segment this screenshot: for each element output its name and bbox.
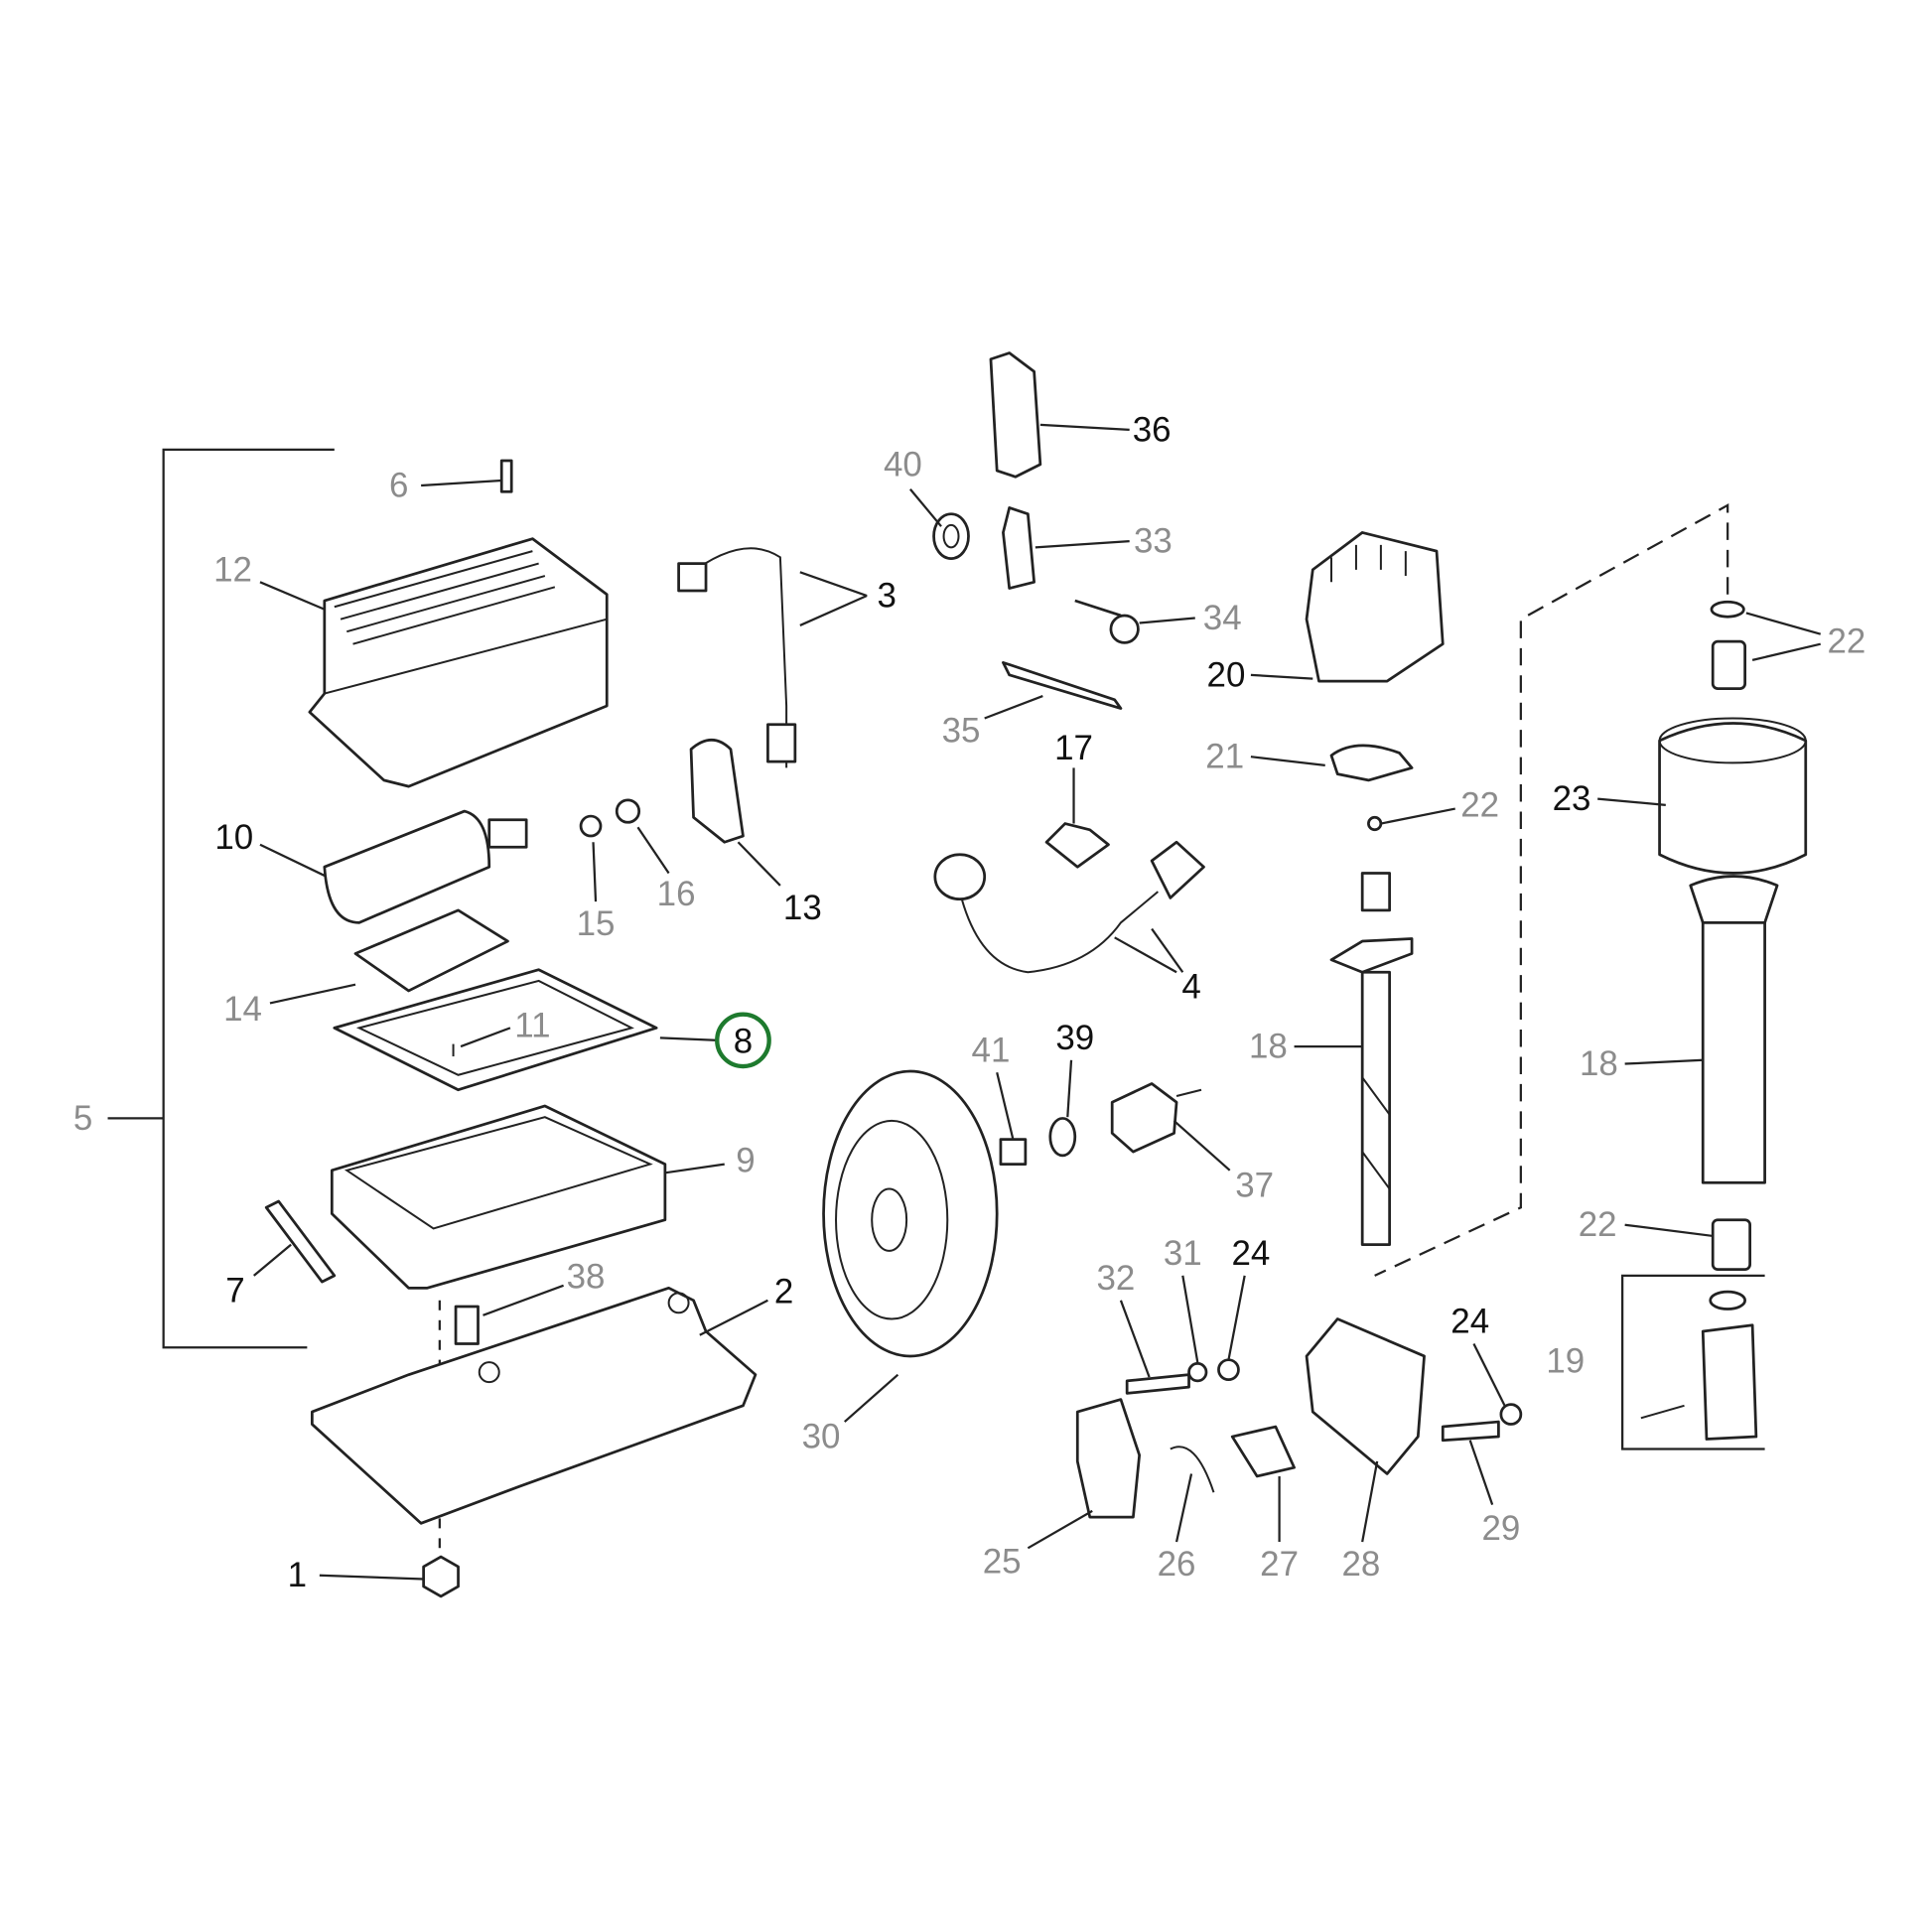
callout-23[interactable]: 23 <box>1553 779 1591 818</box>
callout-35[interactable]: 35 <box>942 711 981 750</box>
part-25-pickup <box>1075 1398 1142 1519</box>
dashed-guide-line <box>1374 503 1729 1277</box>
part-32-stud <box>1125 1373 1190 1395</box>
callout-18-right[interactable]: 18 <box>1580 1044 1618 1083</box>
part-28-plate <box>1305 1317 1426 1475</box>
callout-30[interactable]: 30 <box>802 1418 841 1456</box>
part-9-module <box>330 1104 667 1290</box>
callout-36[interactable]: 36 <box>1133 410 1172 449</box>
part-3-wire <box>677 547 797 768</box>
callout-20[interactable]: 20 <box>1207 655 1246 694</box>
part-22-washer-top <box>1710 600 1747 690</box>
callout-33[interactable]: 33 <box>1134 522 1173 561</box>
part-19-gear <box>1640 1290 1758 1441</box>
part-20-cap <box>1305 531 1445 683</box>
callout-40[interactable]: 40 <box>884 445 922 483</box>
callout-34[interactable]: 34 <box>1203 599 1242 637</box>
part-24-nut <box>1217 1358 1240 1382</box>
callout-19[interactable]: 19 <box>1546 1341 1585 1380</box>
part-2-base-bracket <box>310 1286 758 1525</box>
part-40-seal <box>932 512 970 560</box>
part-18-shaft <box>1329 872 1414 1247</box>
callout-14[interactable]: 14 <box>223 990 262 1029</box>
part-24-nut-b <box>1499 1403 1523 1426</box>
part-41-fitting <box>999 1138 1028 1166</box>
assembly-bracket-5 <box>162 448 335 1349</box>
part-7-strip <box>264 1199 337 1284</box>
callout-24-right[interactable]: 24 <box>1450 1303 1489 1341</box>
part-34-screw <box>1074 599 1140 644</box>
callout-4[interactable]: 4 <box>1181 968 1200 1007</box>
part-21-rotor <box>1329 744 1414 782</box>
callout-17[interactable]: 17 <box>1054 729 1093 767</box>
callout-39[interactable]: 39 <box>1055 1019 1094 1057</box>
callout-29[interactable]: 29 <box>1481 1509 1520 1548</box>
highlight-circle <box>715 1012 771 1069</box>
part-38-bolt <box>454 1305 480 1345</box>
part-15-washer <box>579 814 603 838</box>
assembly-bracket-19 <box>1621 1274 1765 1450</box>
callout-5[interactable]: 5 <box>73 1099 92 1138</box>
callout-31[interactable]: 31 <box>1164 1234 1202 1273</box>
callout-41[interactable]: 41 <box>972 1031 1011 1069</box>
callout-16[interactable]: 16 <box>657 875 696 913</box>
callout-26[interactable]: 26 <box>1158 1545 1196 1584</box>
part-1-nut <box>422 1555 460 1598</box>
callout-22-mid[interactable]: 22 <box>1460 785 1499 824</box>
part-27-bracket <box>1230 1425 1296 1478</box>
callout-28[interactable]: 28 <box>1342 1545 1381 1584</box>
callout-24-left[interactable]: 24 <box>1231 1234 1270 1273</box>
callout-22-top[interactable]: 22 <box>1828 622 1866 661</box>
callout-18-left[interactable]: 18 <box>1249 1028 1288 1066</box>
part-12-cover <box>308 537 609 788</box>
part-29-stud <box>1441 1420 1500 1443</box>
part-6-screw <box>499 459 513 493</box>
callout-10[interactable]: 10 <box>214 818 253 857</box>
callout-2[interactable]: 2 <box>774 1273 793 1311</box>
callout-6[interactable]: 6 <box>389 466 408 504</box>
callout-13[interactable]: 13 <box>783 889 822 927</box>
callout-15[interactable]: 15 <box>577 904 616 943</box>
part-30-reluctor <box>822 1069 999 1358</box>
callout-12[interactable]: 12 <box>213 550 252 589</box>
part-26-clip <box>1170 1446 1215 1493</box>
part-35-clip <box>1002 661 1123 710</box>
part-10-coil <box>323 809 528 924</box>
callout-32[interactable]: 32 <box>1097 1259 1136 1298</box>
callout-21[interactable]: 21 <box>1205 738 1244 776</box>
part-4-wire <box>933 840 1205 974</box>
callout-37[interactable]: 37 <box>1235 1166 1274 1204</box>
callout-9[interactable]: 9 <box>736 1141 755 1179</box>
callout-8-highlighted[interactable]: 8 <box>734 1023 753 1061</box>
callout-1[interactable]: 1 <box>288 1556 307 1594</box>
part-8-gasket <box>333 968 658 1092</box>
part-23-housing <box>1658 717 1808 1184</box>
callout-3[interactable]: 3 <box>877 577 896 616</box>
part-37-sensor <box>1110 1082 1202 1154</box>
part-22-clip <box>1367 815 1383 832</box>
part-22-bushing-lower <box>1711 1218 1751 1271</box>
part-17-rotor-plate <box>1044 822 1110 869</box>
part-33-terminal <box>1002 506 1035 590</box>
callout-11[interactable]: 11 <box>514 1006 550 1044</box>
callout-27[interactable]: 27 <box>1260 1545 1299 1584</box>
part-36-connector <box>989 351 1042 479</box>
callout-7[interactable]: 7 <box>225 1271 244 1310</box>
part-16-nut <box>615 798 641 824</box>
callout-38[interactable]: 38 <box>567 1258 606 1297</box>
callout-22-lower[interactable]: 22 <box>1579 1205 1617 1244</box>
part-31-washer <box>1187 1362 1208 1383</box>
part-39-washer <box>1048 1117 1077 1158</box>
callouts: 36 40 6 12 33 3 34 22 20 35 17 21 22 23 … <box>73 410 1865 1594</box>
callout-25[interactable]: 25 <box>983 1543 1022 1582</box>
leader-lines <box>107 423 1822 1581</box>
part-13-boot <box>689 738 745 844</box>
part-14-bracket <box>353 908 509 993</box>
